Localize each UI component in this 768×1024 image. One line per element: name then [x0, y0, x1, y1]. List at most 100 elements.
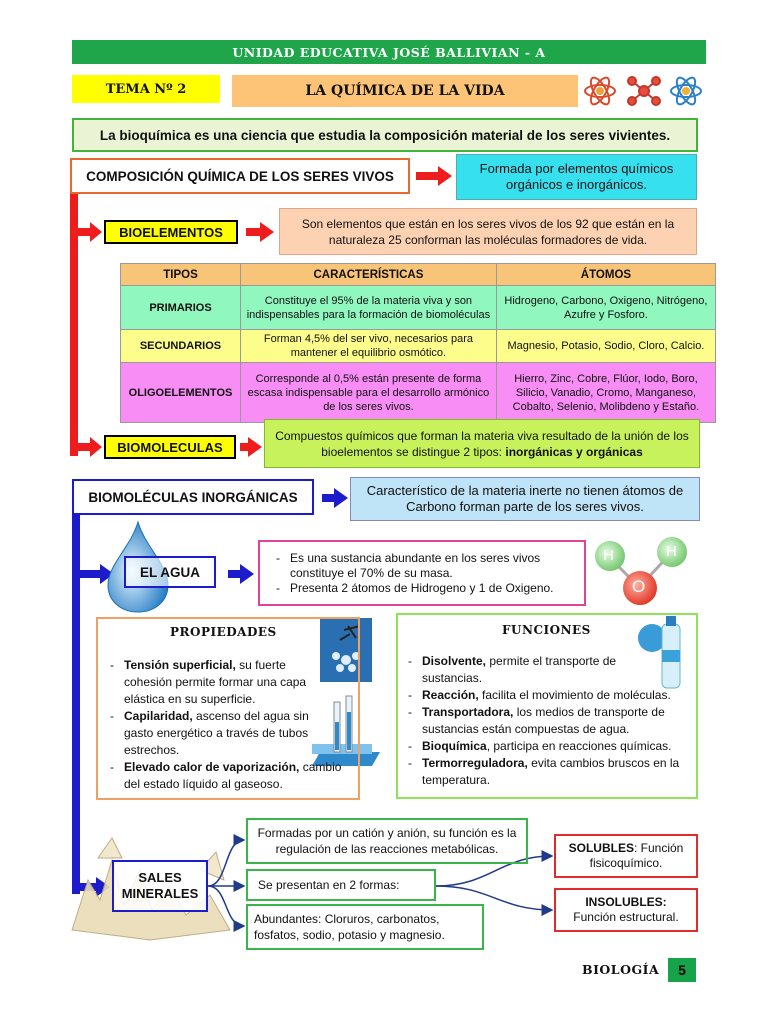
atom-icon: [584, 76, 616, 106]
sales-definition: Formadas por un catión y anión, su funci…: [246, 818, 528, 864]
table-cell-tipo: SECUNDARIOS: [120, 329, 241, 363]
propiedades-title: PROPIEDADES: [170, 625, 277, 639]
list-item-text: ascenso del agua sin gasto energético a …: [124, 709, 309, 757]
connector-insolubles: [435, 885, 554, 916]
table-row: PRIMARIOS Constituye el 95% de la materi…: [120, 285, 717, 330]
list-item-text: su fuerte cohesión permite formar una ca…: [124, 658, 307, 706]
water-bottle-image: [638, 616, 681, 689]
bioelementos-table: TIPOS CARACTERÍSTICAS ÁTOMOS PRIMARIOS C…: [120, 263, 717, 423]
insolubles-text: Función estructural.: [573, 910, 679, 924]
intro-definition: La bioquímica es una ciencia que estudia…: [72, 118, 698, 152]
solubles-text: : Función fisicoquímico.: [589, 841, 684, 870]
insolubles-bold: INSOLUBLES:: [585, 895, 667, 909]
table-cell-atomos: Magnesio, Potasio, Sodio, Cloro, Calcio.: [495, 329, 717, 363]
list-item: Transportadora, los medios de transporte…: [408, 704, 690, 738]
water-strider-image: [320, 618, 372, 682]
table-cell-caracteristicas: Corresponde al 0,5% están presente de fo…: [240, 362, 497, 423]
composicion-desc: Formada por elementos químicos orgánicos…: [456, 154, 697, 200]
bioelementos-label: BIOELEMENTOS: [104, 220, 238, 244]
list-item-bold: Disolvente,: [422, 654, 487, 668]
school-header: UNIDAD EDUCATIVA JOSÉ BALLIVIAN - A: [72, 40, 706, 64]
red-trunk: [70, 193, 78, 456]
funciones-list: Disolvente, permite el transporte de sus…: [400, 653, 690, 789]
red-arrow-biomol: [78, 437, 102, 457]
list-item: Capilaridad, ascenso del agua sin gasto …: [110, 708, 320, 759]
solubles-bold: SOLUBLES: [568, 841, 634, 855]
biomoleculas-desc: Compuestos químicos que forman la materi…: [264, 419, 700, 468]
list-item-text: evita cambios bruscos en la temperatura.: [422, 756, 680, 787]
table-cell-atomos: Hidrogeno, Carbono, Oxigeno, Nitrógeno, …: [495, 285, 717, 330]
sales-solubles: SOLUBLES: Función fisicoquímico.: [554, 834, 698, 878]
list-item-text: permite el transporte de sustancias.: [422, 654, 617, 685]
blue-arrow-inorg: [322, 488, 348, 508]
table-cell-tipo: OLIGOELEMENTOS: [120, 362, 241, 423]
molecule-h2-label: H: [666, 543, 677, 560]
bioelementos-desc: Son elementos que están en los seres viv…: [279, 208, 697, 255]
red-arrow-bioel-desc: [246, 222, 274, 242]
funciones-panel: FUNCIONES Disolvente, permite el transpo…: [396, 613, 698, 799]
list-item-bold: Termorreguladora,: [422, 756, 528, 770]
list-item: Elevado calor de vaporización, cambio de…: [110, 759, 356, 793]
sales-abundantes: Abundantes: Cloruros, carbonatos, fosfat…: [246, 904, 484, 950]
tema-title: LA QUÍMICA DE LA VIDA: [232, 75, 578, 107]
table-header: TIPOS: [120, 263, 241, 286]
red-arrow-bioel: [78, 222, 102, 242]
page-number: 5: [668, 958, 696, 982]
propiedades-panel: PROPIEDADES Tensión superficial, su fuer…: [96, 617, 360, 800]
list-item-bold: Capilaridad,: [124, 709, 193, 723]
list-item: Reacción, facilita el movimiento de molé…: [408, 687, 690, 704]
list-item-bold: Bioquímica: [422, 739, 487, 753]
table-header: ÁTOMOS: [495, 263, 717, 286]
table-cell-tipo: PRIMARIOS: [120, 285, 241, 330]
table-row: SECUNDARIOS Forman 4,5% del ser vivo, ne…: [120, 329, 717, 363]
atom-blue-icon: [670, 76, 702, 106]
red-arrow-biomol-desc: [240, 437, 262, 457]
footer-subject: BIOLOGÍA: [582, 962, 660, 977]
list-item-bold: Transportadora,: [422, 705, 514, 719]
list-item: Tensión superficial, su fuerte cohesión …: [110, 657, 320, 708]
biomoleculas-desc-bold: inorgánicas y orgánicas: [505, 444, 643, 459]
sales-minerales-label: SALES MINERALES: [112, 860, 208, 912]
table-cell-atomos: Hierro, Zinc, Cobre, Flúor, Iodo, Boro, …: [495, 362, 717, 423]
inorganicas-desc: Característico de la materia inerte no t…: [350, 477, 700, 521]
water-molecule-image: [595, 537, 687, 605]
table-header-row: TIPOS CARACTERÍSTICAS ÁTOMOS: [120, 263, 717, 286]
propiedades-list: Tensión superficial, su fuerte cohesión …: [102, 657, 341, 793]
sales-insolubles: INSOLUBLES: Función estructural.: [554, 888, 698, 932]
connector-s1: [207, 834, 246, 887]
list-item: Presenta 2 átomos de Hidrogeno y 1 de Ox…: [276, 581, 576, 596]
list-item-bold: Reacción,: [422, 688, 479, 702]
inorganicas-title: BIOMOLÉCULAS INORGÁNICAS: [72, 479, 314, 515]
tema-label: TEMA Nº 2: [72, 75, 220, 103]
table-cell-caracteristicas: Constituye el 95% de la materia viva y s…: [240, 285, 497, 330]
molecule-icon: [627, 76, 661, 106]
blue-arrow-agua-desc: [228, 564, 254, 584]
table-cell-caracteristicas: Forman 4,5% del ser vivo, necesarios par…: [240, 329, 497, 363]
sales-formas: Se presentan en 2 formas:: [246, 869, 436, 901]
funciones-title: FUNCIONES: [502, 623, 591, 637]
connector-solubles: [435, 850, 554, 887]
agua-desc: Es una sustancia abundante en los seres …: [258, 540, 586, 606]
blue-trunk: [72, 514, 80, 894]
molecule-h1-label: H: [603, 547, 614, 564]
list-item-bold: Tensión superficial,: [124, 658, 236, 672]
molecule-o-label: O: [632, 577, 646, 596]
connector-s3: [207, 885, 246, 932]
list-item-text: , participa en reacciones químicas.: [486, 739, 672, 753]
list-item-bold: Elevado calor de vaporización,: [124, 760, 300, 774]
table-header: CARACTERÍSTICAS: [240, 263, 497, 286]
list-item-text: los medios de transporte de sustancias e…: [422, 705, 665, 736]
list-item-text: facilita el movimiento de moléculas.: [478, 688, 671, 702]
blue-arrow-agua: [80, 564, 114, 584]
list-item: Bioquímica, participa en reacciones quím…: [408, 738, 690, 755]
list-item: Termorreguladora, evita cambios bruscos …: [408, 755, 690, 789]
list-item: Es una sustancia abundante en los seres …: [276, 551, 576, 581]
biomoleculas-label: BIOMOLECULAS: [104, 435, 236, 459]
list-item: Disolvente, permite el transporte de sus…: [408, 653, 632, 687]
red-arrow-comp: [416, 166, 452, 186]
table-row: OLIGOELEMENTOS Corresponde al 0,5% están…: [120, 362, 717, 423]
list-item-text: cambio del estado líquido al gaseoso.: [124, 760, 342, 791]
composicion-title: COMPOSICIÓN QUÍMICA DE LOS SERES VIVOS: [70, 158, 410, 194]
agua-label: EL AGUA: [124, 556, 216, 588]
biomoleculas-desc-text: Compuestos químicos que forman la materi…: [275, 428, 689, 459]
